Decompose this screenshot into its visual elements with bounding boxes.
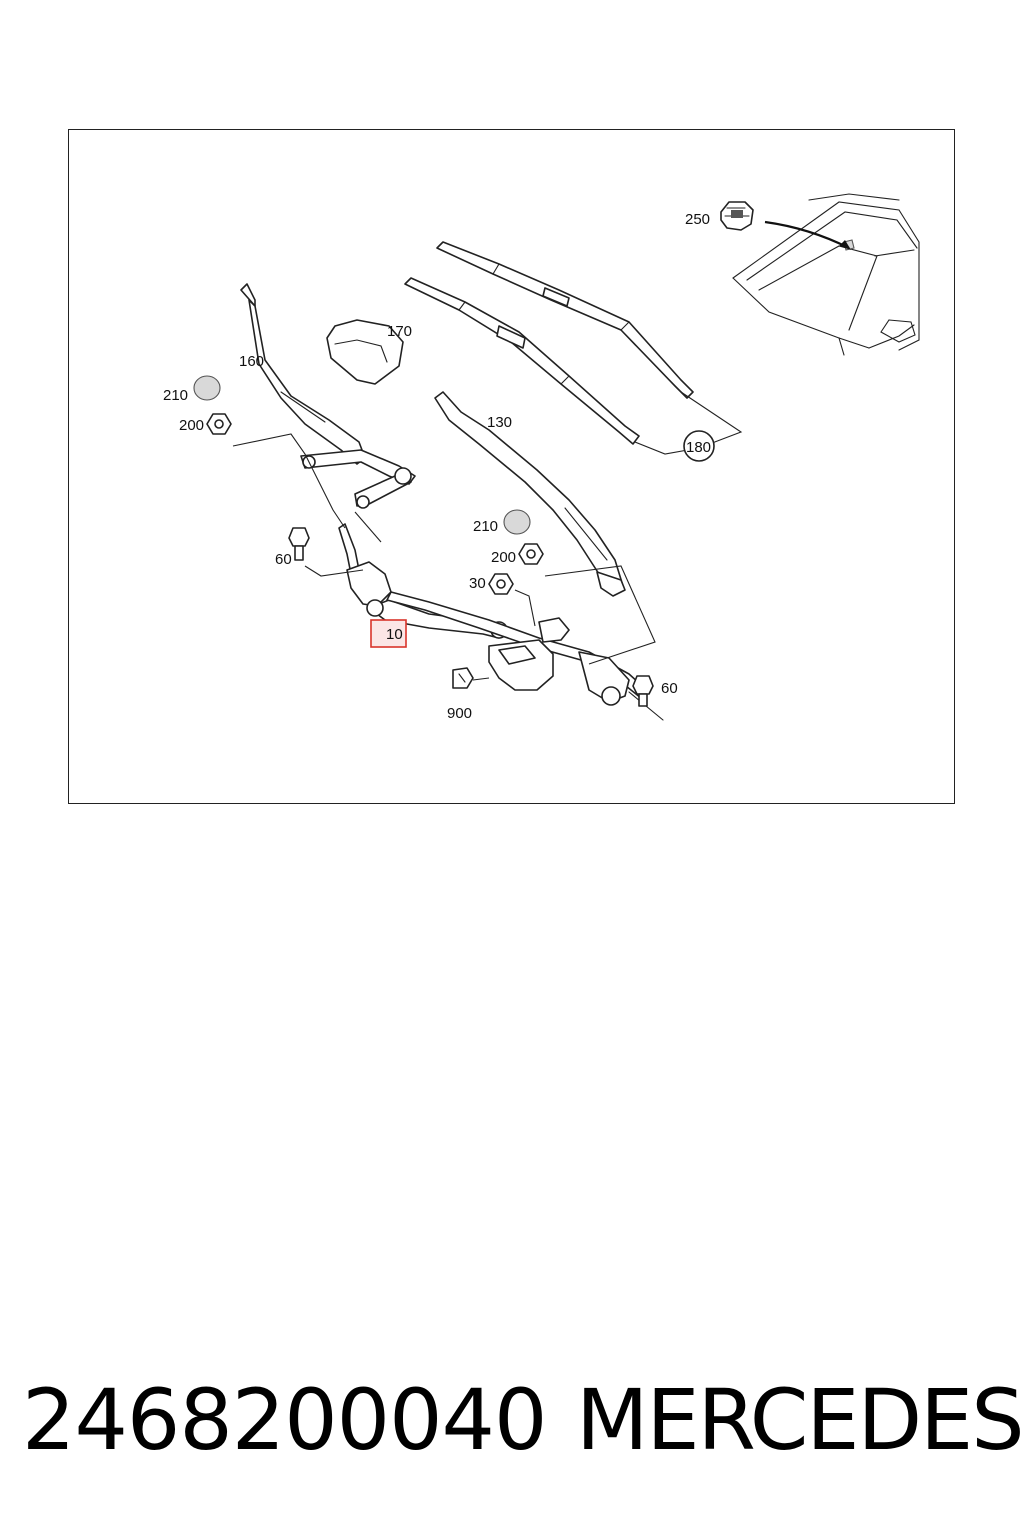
part-number: 2468200040: [22, 1371, 547, 1469]
callout-circle-180: [683, 430, 715, 462]
wiper-parts-diagram: 250 170 160 210 200 130 180 210 200 60 3…: [163, 193, 920, 722]
leader-160: [354, 511, 382, 543]
wiper-blade-lower: [404, 277, 640, 445]
cap-210-right: [503, 509, 531, 535]
callout-200-right: 200: [491, 549, 516, 566]
leader-30: [514, 589, 536, 627]
linkage-assembly-10: [300, 449, 664, 721]
leader-900: [472, 677, 490, 681]
callout-250: 250: [685, 211, 710, 228]
arrow-head-250: [839, 240, 851, 250]
nut-200-left: [206, 413, 232, 435]
leader-60-left: [304, 565, 364, 577]
nut-200-right: [518, 543, 544, 565]
wiper-arm-130: [434, 391, 626, 597]
callout-200-left: 200: [179, 417, 204, 434]
callout-60-left: 60: [275, 551, 292, 568]
cover-170: [326, 319, 404, 385]
clip-900: [452, 667, 474, 689]
callout-60-right: 60: [661, 680, 678, 697]
callout-210-left: 210: [163, 387, 188, 404]
rain-sensor-250: [720, 201, 754, 231]
bolt-60-left: [288, 527, 310, 561]
callout-900: 900: [447, 705, 472, 722]
diagram-frame: 250 170 160 210 200 130 180 210 200 60 3…: [68, 129, 955, 804]
callout-210-right: 210: [473, 518, 498, 535]
nut-30: [488, 573, 514, 595]
footer: 2468200040 MERCEDES: [0, 1360, 1024, 1480]
car-windshield-inset: [732, 193, 920, 356]
leader-200-left: [232, 433, 346, 529]
callout-30: 30: [469, 575, 486, 592]
arrow-250: [764, 220, 850, 249]
wiper-arm-160: [240, 283, 366, 465]
cap-210-left: [193, 375, 221, 401]
callout-10: 10: [386, 626, 403, 643]
callout-170: 170: [387, 323, 412, 340]
bolt-60-right: [632, 675, 654, 707]
wiper-blade-upper: [436, 241, 694, 399]
callout-10-highlight: [370, 619, 407, 648]
callout-160: 160: [239, 353, 264, 370]
callout-180: 180: [686, 439, 711, 456]
callout-130: 130: [487, 414, 512, 431]
brand-name: MERCEDES: [576, 1371, 1024, 1469]
leader-200-right: [544, 565, 656, 665]
